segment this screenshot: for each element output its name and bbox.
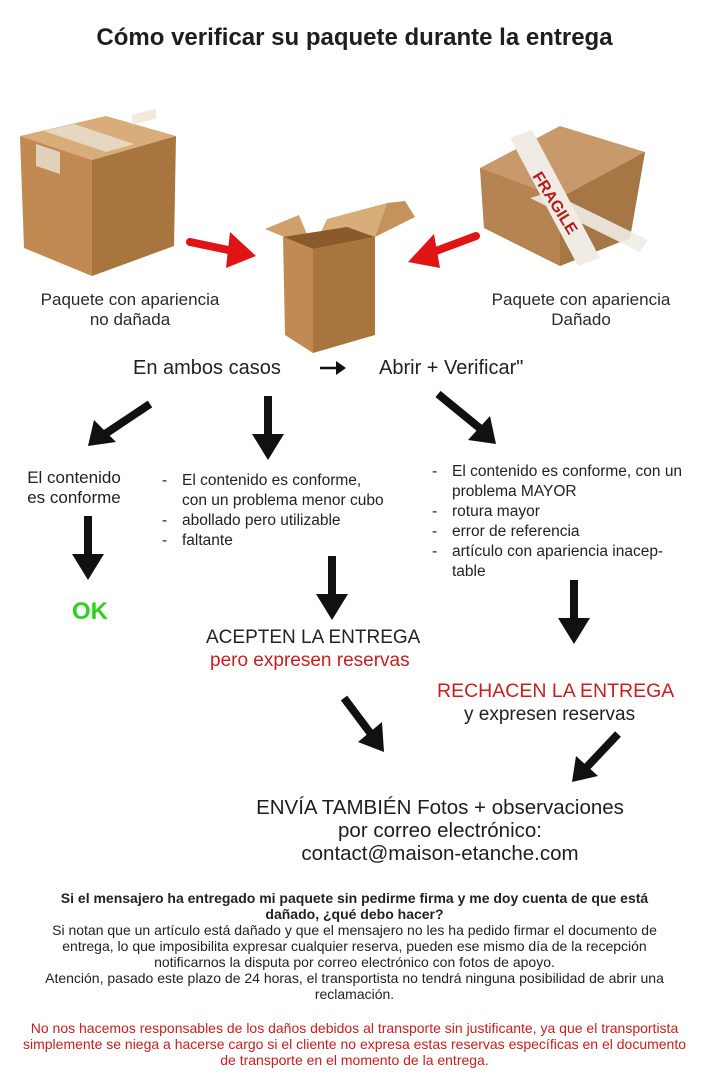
caption-line: Paquete con apariencia: [40, 290, 220, 309]
reject-reservations-label: y expresen reservas: [464, 704, 636, 725]
reject-delivery-label: RECHACEN LA ENTREGA: [437, 680, 675, 702]
arrow-down-right-icon: [340, 694, 390, 756]
send-line: por correo electrónico:: [338, 819, 542, 842]
middle-branch-list: El contenido es conforme, con un problem…: [162, 471, 422, 551]
arrow-down-icon: [248, 394, 288, 462]
open-verify-label: Abrir + Verificar": [379, 357, 524, 379]
arrow-down-icon: [312, 554, 352, 622]
right-arrow-icon: [318, 358, 348, 378]
caption-damaged-package: Paquete con apariencia Dañado: [470, 290, 692, 330]
open-box-image: [255, 195, 425, 355]
list-item: El contenido es conforme, con un problem…: [432, 462, 708, 502]
list-item: rotura mayor: [432, 502, 708, 522]
list-item: abollado pero utilizable: [162, 511, 422, 531]
footer-warning: Atención, pasado este plazo de 24 horas,…: [45, 970, 664, 1002]
arrow-down-icon: [68, 514, 108, 582]
caption-line: no dañada: [89, 310, 171, 329]
footer-question: Si el mensajero ha entregado mi paquete …: [60, 890, 649, 922]
arrow-down-left-icon: [566, 730, 622, 786]
footer-disclaimer: No nos hacemos responsables de los daños…: [22, 1020, 687, 1068]
caption-line: Paquete con apariencia: [491, 290, 671, 309]
arrow-down-icon: [554, 578, 594, 646]
closed-box-image: [14, 96, 182, 281]
both-cases-label: En ambos casos: [133, 357, 281, 379]
red-arrow-left: [404, 226, 480, 274]
accept-delivery-label: ACEPTEN LA ENTREGA: [206, 627, 421, 648]
accept-reservations-label: pero expresen reservas: [210, 650, 410, 671]
send-photos-block: ENVÍA TAMBIÉN Fotos + observaciones por …: [210, 796, 670, 865]
arrow-down-right-icon: [434, 390, 500, 448]
list-item: El contenido es conforme, con un problem…: [162, 471, 422, 511]
list-item: error de referencia: [432, 522, 708, 542]
left-branch-text: El contenido es conforme: [14, 468, 134, 508]
red-arrow-right: [186, 222, 258, 272]
send-line: ENVÍA TAMBIÉN Fotos + observaciones: [256, 796, 624, 819]
footer-info: Si el mensajero ha entregado mi paquete …: [18, 890, 691, 1068]
branch-line: El contenido: [27, 468, 121, 487]
caption-line: Dañado: [551, 310, 611, 329]
right-branch-list: El contenido es conforme, con un problem…: [432, 462, 708, 582]
list-item: faltante: [162, 531, 422, 551]
arrow-down-left-icon: [82, 400, 154, 452]
list-item: artículo con apariencia inacep- table: [432, 542, 708, 582]
contact-email: contact@maison-etanche.com: [301, 842, 579, 865]
page-title: Cómo verificar su paquete durante la ent…: [96, 24, 613, 51]
footer-answer: Si notan que un artículo está dañado y q…: [52, 922, 657, 970]
ok-result: OK: [72, 598, 108, 625]
caption-undamaged-package: Paquete con apariencia no dañada: [20, 290, 240, 330]
damaged-box-image: FRAGILE: [470, 118, 650, 268]
branch-line: es conforme: [27, 488, 121, 507]
